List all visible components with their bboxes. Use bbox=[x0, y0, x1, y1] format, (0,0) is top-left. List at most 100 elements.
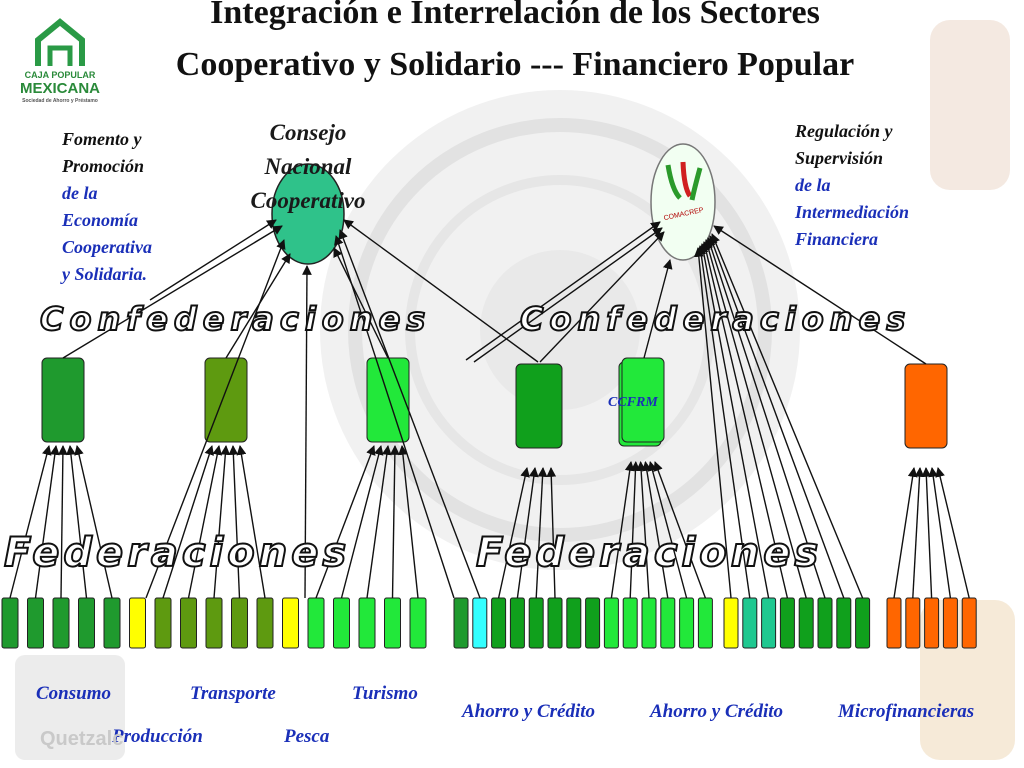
confederation-node bbox=[41, 357, 85, 443]
hierarchy-arrow bbox=[629, 461, 641, 599]
federation-node bbox=[129, 597, 146, 649]
confederation-node bbox=[904, 363, 948, 449]
right-note-line: Supervisión bbox=[795, 148, 884, 168]
federation-node bbox=[742, 597, 758, 649]
left-note-line: Cooperativa bbox=[62, 237, 152, 257]
federation-node bbox=[817, 597, 833, 649]
title-line-2: Cooperativo y Solidario --- Financiero P… bbox=[175, 46, 855, 83]
federation-node bbox=[231, 597, 248, 649]
federation-node bbox=[566, 597, 582, 649]
federation-node bbox=[52, 597, 70, 649]
federation-node bbox=[679, 597, 695, 649]
hierarchy-arrow bbox=[389, 445, 400, 599]
federation-node bbox=[509, 597, 525, 649]
left-note-line: y Solidaria. bbox=[62, 264, 148, 284]
right-note-line: de la bbox=[795, 175, 831, 195]
federation-node bbox=[886, 597, 902, 649]
federation-node bbox=[333, 597, 350, 649]
federation-node bbox=[453, 597, 469, 649]
federation-node bbox=[779, 597, 795, 649]
hierarchy-arrow bbox=[643, 259, 673, 359]
confederaciones-right-heading: Confederaciones bbox=[519, 299, 912, 339]
hierarchy-arrow bbox=[74, 445, 113, 599]
federation-node bbox=[307, 597, 325, 649]
hierarchy-arrow bbox=[473, 227, 663, 363]
hierarchy-arrow bbox=[162, 445, 214, 599]
hierarchy-arrow bbox=[62, 225, 283, 359]
right-note-line: Intermediación bbox=[795, 202, 910, 222]
hierarchy-arrow bbox=[610, 461, 635, 599]
federation-node bbox=[1, 597, 19, 649]
hierarchy-arrow bbox=[693, 247, 732, 599]
hierarchy-arrow bbox=[398, 445, 419, 599]
hierarchy-arrow bbox=[641, 461, 669, 599]
hierarchy-arrow bbox=[334, 235, 455, 599]
hierarchy-arrow bbox=[57, 445, 68, 599]
federation-node bbox=[384, 597, 401, 649]
hierarchy-arrow bbox=[703, 239, 807, 599]
label-microfinancieras: Microfinancieras bbox=[838, 701, 975, 722]
label-ahorro-credito-2: Ahorro y Crédito bbox=[650, 701, 784, 722]
hierarchy-arrow bbox=[701, 241, 789, 599]
label-produccion: Producción bbox=[112, 726, 203, 747]
label-transporte: Transporte bbox=[190, 683, 276, 704]
consejo-line: Cooperativo bbox=[250, 188, 366, 213]
federaciones-left-heading: Federaciones bbox=[3, 529, 351, 577]
hierarchy-arrow bbox=[921, 467, 933, 599]
hierarchy-arrow bbox=[34, 445, 60, 599]
label-consumo: Consumo bbox=[36, 683, 111, 704]
federation-node bbox=[472, 597, 488, 649]
federation-node bbox=[905, 597, 921, 649]
federation-node bbox=[761, 597, 777, 649]
federaciones-right-heading: Federaciones bbox=[475, 529, 823, 577]
regulator-node bbox=[650, 143, 716, 261]
federation-node bbox=[205, 597, 223, 649]
confederation-node bbox=[366, 357, 410, 443]
hierarchy-arrow bbox=[708, 235, 845, 599]
hierarchy-arrow bbox=[653, 461, 707, 599]
hierarchy-arrow bbox=[338, 229, 481, 599]
federation-node bbox=[491, 597, 507, 649]
hierarchy-arrow bbox=[706, 237, 826, 599]
federation-node bbox=[660, 597, 676, 649]
logo-line-2: MEXICANA bbox=[19, 80, 100, 97]
confederaciones-left-heading: Confederaciones bbox=[39, 299, 432, 339]
hierarchy-arrow bbox=[340, 445, 384, 599]
logo-line-1: CAJA POPULAR bbox=[24, 70, 96, 80]
hierarchy-arrow bbox=[213, 445, 231, 599]
federation-node bbox=[723, 597, 739, 649]
watermark-text: Quetzalc bbox=[40, 728, 124, 750]
hierarchy-arrow bbox=[647, 461, 688, 599]
federation-node bbox=[78, 597, 95, 649]
federation-node bbox=[798, 597, 814, 649]
federation-node bbox=[256, 597, 274, 649]
federation-node bbox=[282, 597, 299, 649]
federation-node bbox=[409, 597, 427, 649]
hierarchy-arrow bbox=[710, 233, 864, 599]
hierarchy-arrow bbox=[366, 445, 392, 599]
label-pesca: Pesca bbox=[284, 726, 330, 747]
hierarchy-arrow bbox=[516, 467, 539, 599]
federation-node bbox=[180, 597, 197, 649]
title-line-1: Integración e Interrelación de los Secto… bbox=[210, 0, 820, 31]
hierarchy-arrow bbox=[497, 467, 530, 599]
logo-line-3: Sociedad de Ahorro y Préstamo bbox=[22, 98, 98, 104]
cpm-house-logo-icon bbox=[35, 18, 85, 66]
consejo-line: Consejo bbox=[269, 120, 347, 145]
hierarchy-arrow bbox=[546, 467, 557, 599]
hierarchy-arrow bbox=[935, 467, 970, 599]
hierarchy-arrow bbox=[535, 467, 548, 599]
federation-node bbox=[103, 597, 121, 649]
federation-node bbox=[358, 597, 376, 649]
hierarchy-arrow bbox=[893, 467, 918, 599]
hierarchy-arrow bbox=[912, 467, 925, 599]
consejo-label: Consejo Nacional Cooperativo bbox=[218, 116, 398, 218]
hierarchy-arrow bbox=[302, 265, 312, 599]
left-note-line: Economía bbox=[62, 210, 139, 230]
hierarchy-arrow bbox=[66, 445, 88, 599]
label-ahorro-credito-1: Ahorro y Crédito bbox=[462, 701, 596, 722]
hierarchy-arrow bbox=[315, 445, 376, 599]
federation-node bbox=[27, 597, 44, 649]
